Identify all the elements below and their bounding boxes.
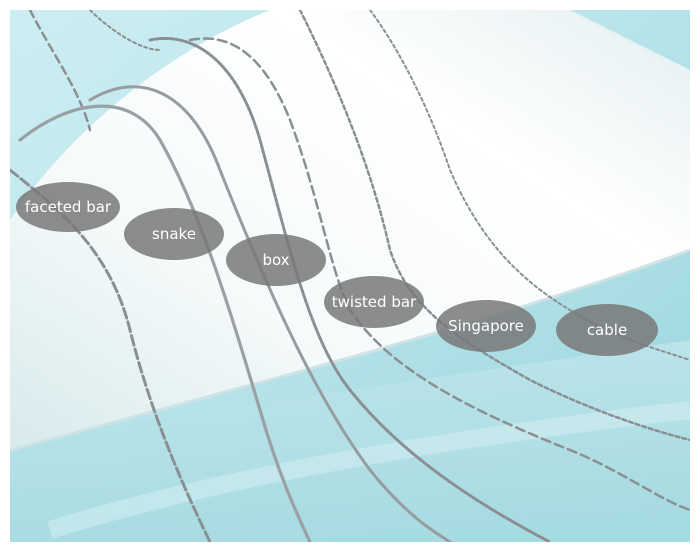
label-box: box: [226, 234, 326, 286]
chain-photo: faceted bar snake box twisted bar Singap…: [10, 10, 690, 542]
label-singapore: Singapore: [436, 300, 536, 352]
label-cable: cable: [556, 304, 658, 356]
label-twisted-bar: twisted bar: [324, 276, 424, 328]
chain-photo-illustration: [10, 10, 690, 542]
label-faceted-bar: faceted bar: [16, 182, 120, 232]
label-snake: snake: [124, 208, 224, 260]
